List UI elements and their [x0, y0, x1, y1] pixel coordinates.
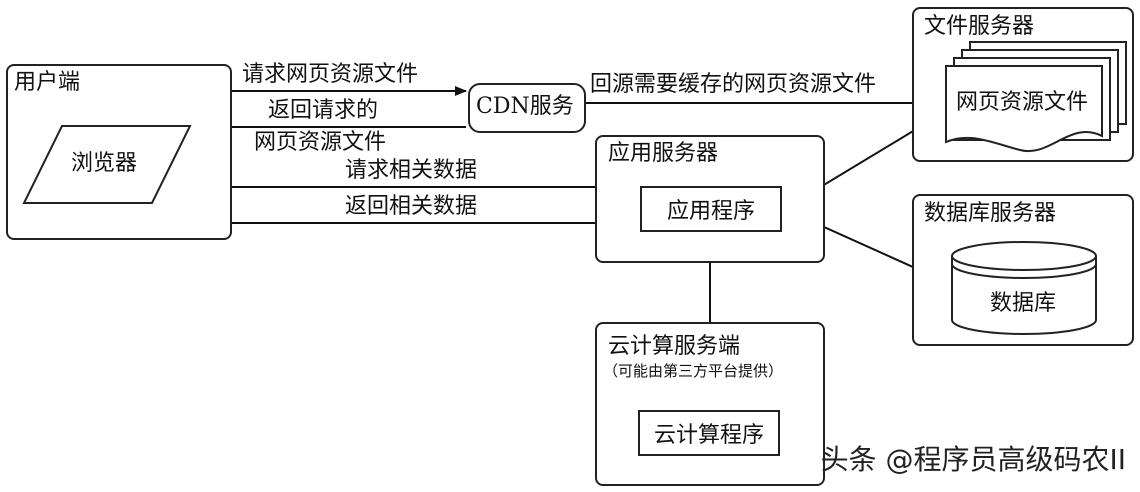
- db-server-title: 数据库服务器: [924, 201, 1057, 226]
- cloud-program-box: 云计算程序: [638, 410, 780, 456]
- db-label: 数据库: [990, 291, 1057, 316]
- label-return-line1: 返回请求的: [268, 98, 379, 123]
- app-program-box: 应用程序: [640, 186, 782, 232]
- watermark: 头条 @程序员高级码农II: [820, 443, 1126, 476]
- cloud-program-label: 云计算程序: [653, 423, 764, 448]
- file-doc-label: 网页资源文件: [956, 90, 1089, 115]
- file-server-title: 文件服务器: [924, 14, 1035, 39]
- label-origin-fetch: 回源需要缓存的网页资源文件: [590, 72, 877, 97]
- document-stack-icon: [945, 41, 1127, 153]
- app-server-title: 应用服务器: [608, 141, 719, 166]
- browser-label: 浏览器: [71, 151, 138, 176]
- cloud-title: 云计算服务端: [608, 334, 741, 359]
- browser-shape: [22, 125, 192, 204]
- client-title: 用户端: [14, 70, 81, 95]
- label-request-resources: 请求网页资源文件: [242, 62, 419, 87]
- database-cylinder-icon: [951, 241, 1097, 335]
- label-request-data: 请求相关数据: [345, 158, 478, 183]
- label-return-data: 返回相关数据: [345, 194, 478, 219]
- cdn-box: [468, 83, 586, 133]
- cdn-label: CDN服务: [476, 94, 574, 119]
- cloud-subtitle: （可能由第三方平台提供）: [603, 362, 784, 380]
- label-return-line2: 网页资源文件: [254, 130, 387, 155]
- cloud-server-box: [595, 322, 825, 486]
- app-program-label: 应用程序: [666, 199, 755, 224]
